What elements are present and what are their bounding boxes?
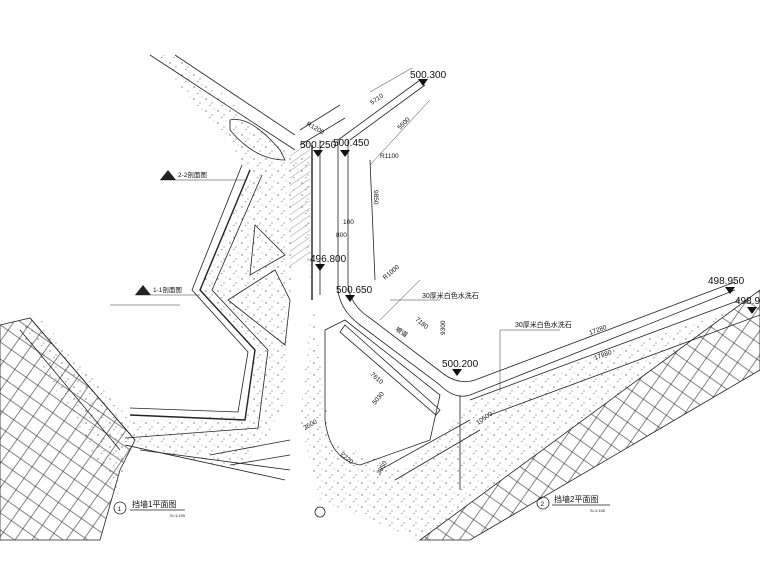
section-marker-icon bbox=[160, 170, 176, 180]
drawing-number: 2 bbox=[541, 501, 545, 508]
dimension-label: 800 bbox=[336, 232, 347, 239]
dimension-label: R1200 bbox=[305, 121, 325, 137]
section-callout: 2-2剖面图 bbox=[178, 170, 207, 179]
drawing-number: 1 bbox=[118, 506, 122, 513]
dimension-label: R1100 bbox=[380, 153, 399, 160]
drawing-number-circle bbox=[113, 501, 127, 515]
elevation-marker-icon bbox=[747, 307, 757, 314]
dimension-label: 17280 bbox=[588, 324, 608, 337]
elevation-marker-icon bbox=[313, 150, 323, 157]
drawing-scale: S=1:100 bbox=[170, 513, 186, 518]
slope-label: 坡道 bbox=[394, 324, 410, 339]
elevation-marker-icon bbox=[725, 287, 735, 294]
dimension-label: 5030 bbox=[371, 390, 386, 406]
elevation-marker-icon bbox=[452, 369, 462, 376]
dimension-label: 5710 bbox=[369, 92, 385, 106]
right-plan: 500.300 500.250 500.450 496.800 500.650 … bbox=[290, 67, 760, 541]
hatched-wall bbox=[290, 140, 310, 270]
dimension-label: 100 bbox=[343, 219, 354, 226]
elevation-marker-icon bbox=[418, 79, 428, 86]
dimension-label: R1000 bbox=[382, 264, 401, 282]
elevation-label: 500.650 bbox=[336, 285, 373, 296]
drawing-title: 挡墙2平面图 bbox=[554, 494, 598, 504]
gravel-area bbox=[20, 55, 295, 500]
elevation-label: 500.200 bbox=[442, 359, 479, 370]
elevation-marker-icon bbox=[340, 150, 350, 157]
elevation-label: 498.950 bbox=[708, 276, 745, 287]
gravel-area bbox=[295, 150, 760, 540]
drawing-scale: S=1:100 bbox=[590, 508, 606, 513]
elevation-label: 500.450 bbox=[333, 138, 370, 149]
elevation-label: 500.250 bbox=[300, 140, 337, 151]
elevation-marker-icon bbox=[315, 264, 325, 271]
material-note: 30厚米白色水洗石 bbox=[515, 320, 572, 329]
elevation-marker-icon bbox=[345, 295, 355, 302]
dimension-label: 9300 bbox=[440, 320, 447, 335]
dimension-label: 9850 bbox=[372, 190, 379, 205]
elevation-label: 496.800 bbox=[310, 254, 347, 265]
left-plan: 2-2剖面图 1-1剖面图 1 挡墙1平面图 S=1:100 bbox=[0, 54, 296, 541]
section-marker-icon bbox=[314, 506, 326, 518]
elevation-label: 500.300 bbox=[410, 70, 447, 81]
drawing-title: 挡墙1平面图 bbox=[132, 499, 176, 509]
dimension-label: 7180 bbox=[414, 316, 430, 331]
section-callout: 1-1剖面图 bbox=[153, 285, 182, 294]
dimension-label: 7610 bbox=[369, 371, 385, 386]
elevation-label: 498.95 bbox=[735, 296, 760, 307]
drawing-number-circle bbox=[536, 496, 550, 510]
material-note: 30厚米白色水洗石 bbox=[422, 291, 479, 300]
dimension-label: 5500 bbox=[396, 116, 411, 131]
section-marker-icon bbox=[135, 285, 151, 295]
